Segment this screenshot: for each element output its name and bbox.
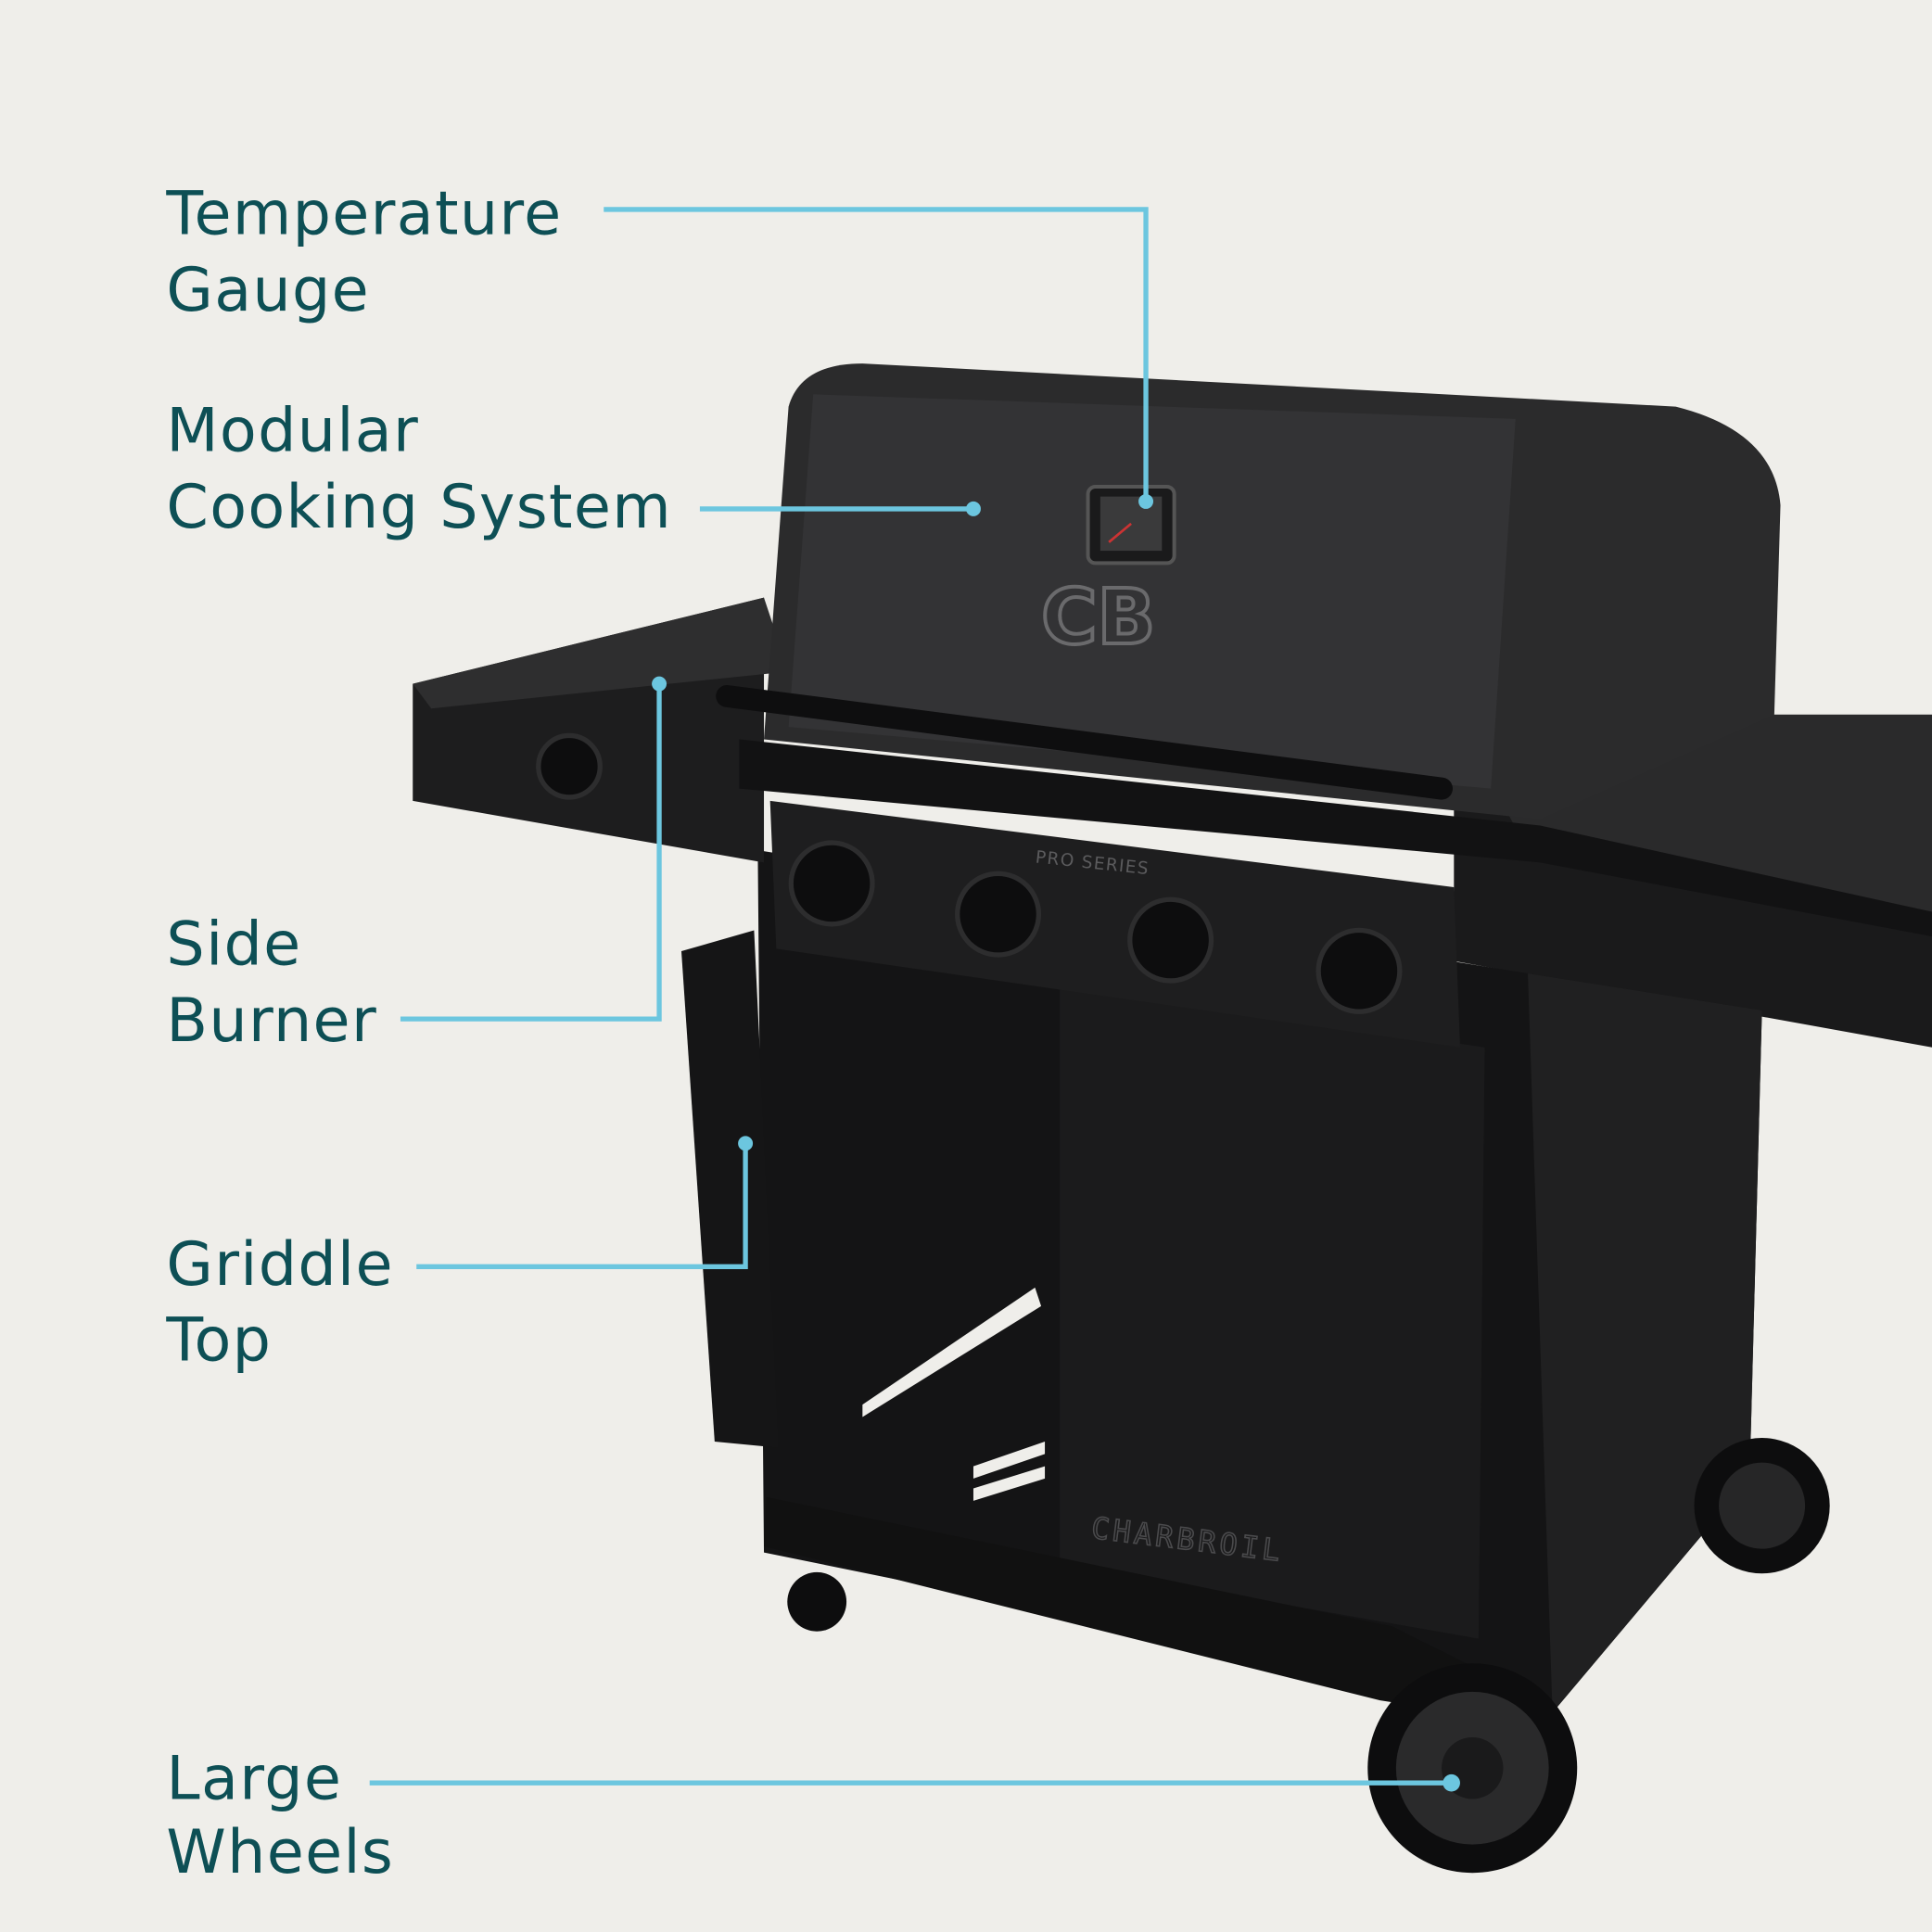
callout-line (604, 207, 1149, 502)
callout-line (416, 1143, 748, 1269)
side-burner-knob[interactable] (536, 732, 603, 800)
callout-dot (652, 676, 667, 692)
callout-label-line1: Griddle (166, 1230, 393, 1300)
brand-logo: CB (1041, 574, 1155, 662)
callout-label-line2: Cooking System (166, 473, 672, 542)
hood-handle (716, 684, 1453, 800)
burner-knob-3[interactable] (1127, 896, 1214, 984)
callout-side-burner: Side Burner (166, 676, 667, 1056)
callout-label-line2: Top (165, 1305, 272, 1375)
cabinet-door (1060, 985, 1485, 1639)
caster-wheel (787, 1571, 847, 1632)
callout-large-wheels: Large Wheels (166, 1744, 1460, 1888)
callout-label-line1: Modular (166, 396, 419, 465)
grill-illustration: PRO SERIES CB CHARBROIL (413, 363, 1932, 1874)
cart-side-panel (1528, 972, 1762, 1713)
griddle-top (680, 930, 779, 1448)
callout-label-line1: Temperature (165, 180, 562, 249)
burner-knob-1[interactable] (788, 840, 875, 927)
callout-dot (738, 1136, 754, 1151)
callout-dot (966, 501, 981, 516)
callout-griddle-top: Griddle Top (165, 1136, 754, 1375)
burner-knob-4[interactable] (1316, 927, 1403, 1014)
callout-label-line1: Side (166, 910, 301, 980)
callout-label-line2: Gauge (166, 256, 370, 325)
callout-label-line2: Wheels (166, 1818, 394, 1888)
control-panel (769, 800, 1460, 1048)
burner-knob-2[interactable] (955, 871, 1042, 958)
callout-modular-cooking-system: Modular Cooking System (166, 396, 981, 542)
callout-dot (1138, 493, 1154, 509)
callout-label-line1: Large (166, 1744, 342, 1813)
callout-label-line2: Burner (166, 986, 377, 1056)
callout-temperature-gauge: Temperature Gauge (165, 180, 1154, 509)
callout-dot (1443, 1773, 1460, 1792)
callout-line (400, 683, 662, 1022)
base-frame (764, 1496, 1541, 1725)
